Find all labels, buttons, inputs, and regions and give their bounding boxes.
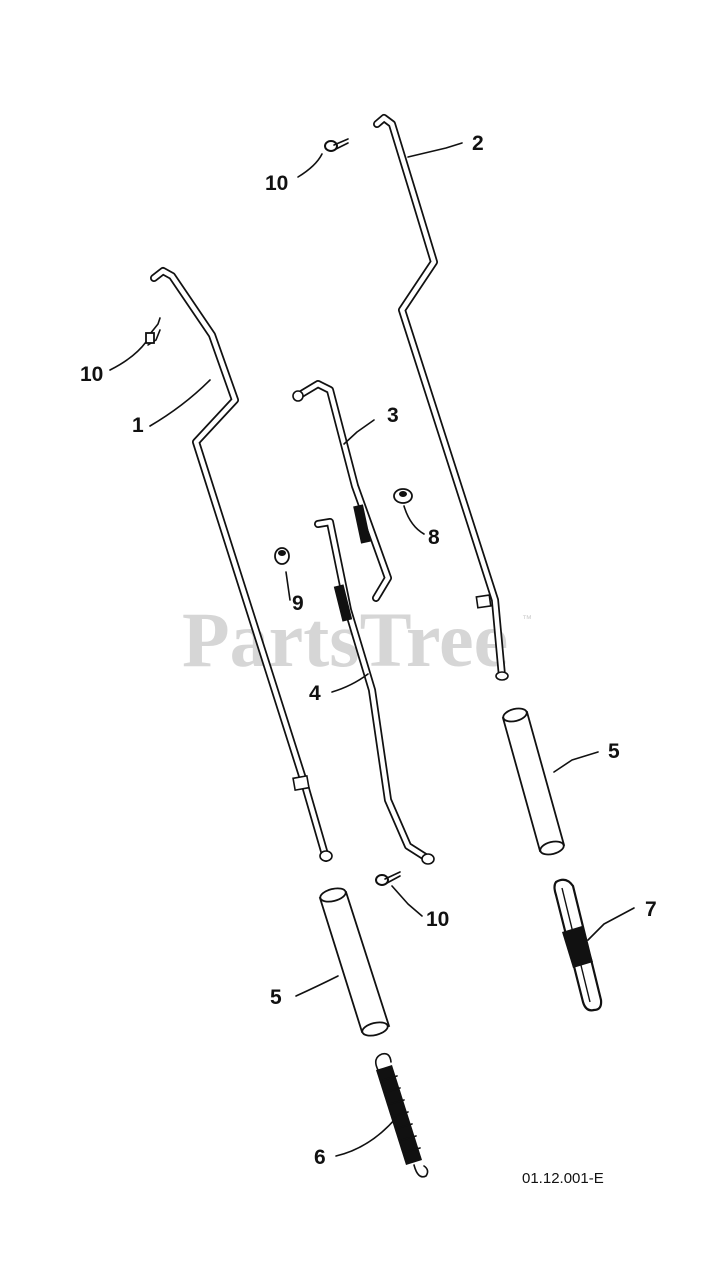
callout-2: 2 xyxy=(472,132,484,155)
part-10-clip-top[interactable] xyxy=(324,138,349,152)
part-2-rod[interactable] xyxy=(373,114,509,681)
diagram-reference-code: 01.12.001-E xyxy=(522,1170,604,1187)
callout-10-left: 10 xyxy=(80,363,103,386)
callout-7: 7 xyxy=(645,898,657,921)
part-5-grip-left[interactable] xyxy=(318,886,391,1038)
callout-8: 8 xyxy=(428,526,440,549)
callout-3: 3 xyxy=(387,404,399,427)
watermark-trademark: ™ xyxy=(522,614,532,625)
part-10-clip-bottom[interactable] xyxy=(375,871,401,886)
callout-5-right: 5 xyxy=(608,740,620,763)
part-3-rod[interactable] xyxy=(292,380,392,602)
part-4-rod[interactable] xyxy=(314,518,435,865)
callout-9: 9 xyxy=(292,592,304,615)
callout-10-bottom: 10 xyxy=(426,908,449,931)
callouts: 2 10 10 1 3 8 9 4 5 10 7 5 6 xyxy=(80,132,657,1169)
part-5-grip-right[interactable] xyxy=(501,706,566,856)
callout-1: 1 xyxy=(132,414,144,437)
part-7-spring[interactable] xyxy=(553,878,603,1012)
part-8-bushing[interactable] xyxy=(393,488,413,504)
part-9-nut[interactable] xyxy=(274,547,290,565)
callout-10-top: 10 xyxy=(265,172,288,195)
callout-5-left: 5 xyxy=(270,986,282,1009)
part-6-spring[interactable] xyxy=(374,1052,429,1178)
part-10-clip-left[interactable] xyxy=(145,317,161,346)
part-1-rod[interactable] xyxy=(150,267,333,862)
callout-6: 6 xyxy=(314,1146,326,1169)
callout-4: 4 xyxy=(309,682,321,705)
leader-lines xyxy=(109,142,635,1157)
